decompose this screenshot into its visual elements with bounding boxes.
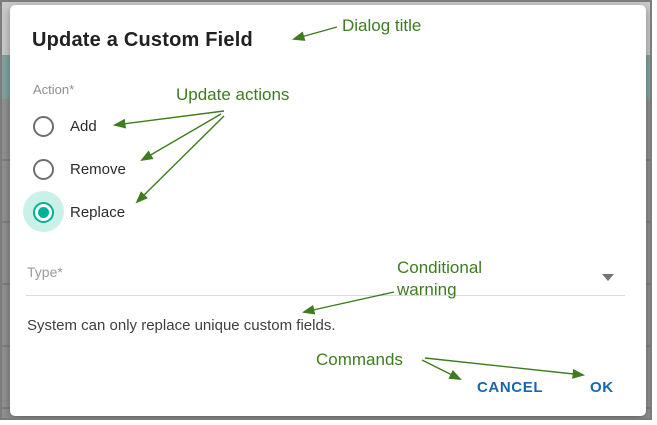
conditional-warning-text: System can only replace unique custom fi… bbox=[27, 317, 336, 334]
update-custom-field-dialog: Update a Custom Field Action* Add Remove… bbox=[10, 5, 646, 416]
radio-option-replace[interactable]: Replace bbox=[33, 201, 125, 223]
radio-label-remove[interactable]: Remove bbox=[70, 160, 126, 178]
type-select-field[interactable] bbox=[26, 260, 625, 296]
radio-option-remove[interactable]: Remove bbox=[33, 158, 126, 180]
radio-selected-icon[interactable] bbox=[33, 201, 54, 223]
cancel-button[interactable]: CANCEL bbox=[477, 379, 544, 396]
type-field-underline bbox=[26, 295, 625, 296]
radio-option-add[interactable]: Add bbox=[33, 115, 97, 137]
chevron-down-icon[interactable] bbox=[602, 274, 614, 281]
radio-circle-icon[interactable] bbox=[33, 115, 54, 137]
radio-circle-icon[interactable] bbox=[33, 158, 54, 180]
action-group-label: Action* bbox=[33, 82, 75, 97]
dialog-title: Update a Custom Field bbox=[32, 29, 253, 51]
type-field-label: Type* bbox=[27, 264, 63, 280]
ok-button[interactable]: OK bbox=[590, 379, 614, 396]
radio-label-replace[interactable]: Replace bbox=[70, 203, 126, 221]
radio-label-add[interactable]: Add bbox=[70, 117, 97, 135]
